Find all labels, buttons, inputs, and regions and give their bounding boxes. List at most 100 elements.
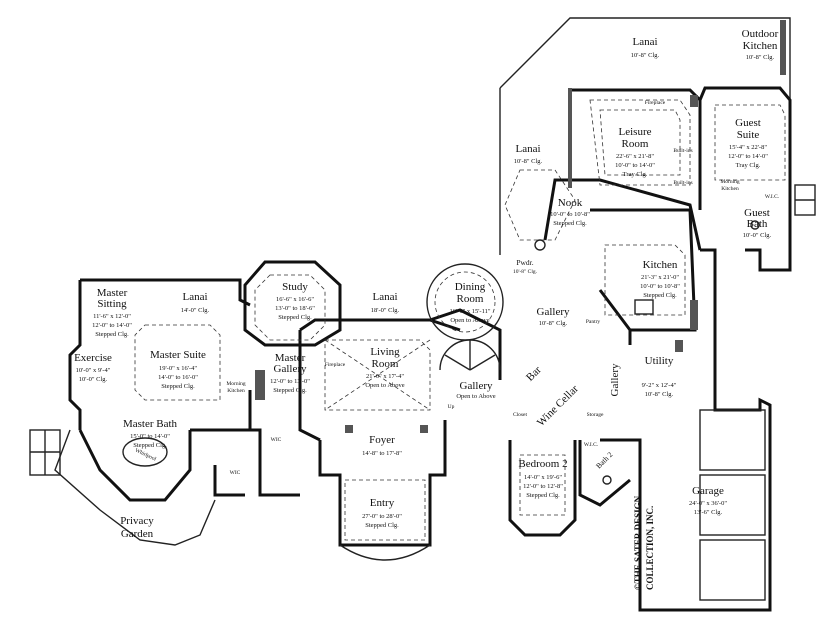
wic-label-2: WIC bbox=[230, 470, 241, 476]
svg-text:Outdoor: Outdoor bbox=[742, 28, 779, 40]
svg-text:Guest: Guest bbox=[735, 117, 761, 129]
room-label-study: Study 16'-6" x 16'-6" 13'-0" to 18'-6" S… bbox=[275, 281, 315, 321]
svg-text:24'-0" x 36'-0": 24'-0" x 36'-0" bbox=[689, 500, 727, 507]
bath2-sink bbox=[602, 475, 612, 485]
morning-kitchen-master-label: Morning Kitchen bbox=[226, 381, 246, 394]
svg-text:Study: Study bbox=[282, 281, 308, 293]
svg-text:Morning: Morning bbox=[226, 381, 246, 387]
svg-text:Stepped Clg.: Stepped Clg. bbox=[643, 292, 677, 299]
svg-text:19'-0" x 16'-4": 19'-0" x 16'-4" bbox=[159, 365, 197, 372]
svg-text:Utility: Utility bbox=[645, 355, 674, 367]
room-label-bedroom2: Bedroom 2 14'-0" x 19'-6" 12'-0" to 12'-… bbox=[518, 458, 567, 499]
room-label-bar: Bar bbox=[524, 364, 544, 384]
room-label-leisure: Leisure Room 22'-6" x 21'-8" 10'-0" to 1… bbox=[615, 126, 655, 178]
svg-text:Stepped Clg.: Stepped Clg. bbox=[278, 314, 312, 321]
svg-text:18'-0" Clg.: 18'-0" Clg. bbox=[371, 307, 400, 314]
svg-text:Privacy: Privacy bbox=[120, 515, 154, 527]
svg-text:Gallery: Gallery bbox=[274, 363, 307, 375]
svg-text:Tray Clg.: Tray Clg. bbox=[623, 171, 648, 178]
svg-text:©THE SATER DESIGN: ©THE SATER DESIGN bbox=[633, 495, 643, 590]
svg-text:Stepped Clg.: Stepped Clg. bbox=[133, 442, 167, 449]
svg-text:15'-0" to 14'-0": 15'-0" to 14'-0" bbox=[130, 433, 170, 440]
svg-text:Garden: Garden bbox=[121, 528, 154, 540]
room-label-entry: Entry 27'-0" to 28'-0" Stepped Clg. bbox=[362, 497, 402, 529]
room-label-master-bath: Master Bath 15'-0" to 14'-0" Stepped Clg… bbox=[123, 418, 178, 449]
room-label-wine-cellar: Wine Cellar bbox=[535, 383, 581, 429]
room-label-pwdr: Pwdr. 10'-8" Clg. bbox=[513, 258, 538, 275]
svg-text:COLLECTION, INC.: COLLECTION, INC. bbox=[645, 506, 655, 590]
whirlpool-label: Whirlpool bbox=[134, 448, 157, 463]
room-label-gallery-right: Gallery bbox=[609, 363, 621, 396]
svg-text:Bath: Bath bbox=[747, 218, 768, 230]
svg-text:Living: Living bbox=[370, 346, 400, 358]
wic-label-1: WIC bbox=[271, 437, 282, 443]
svg-text:Lanai: Lanai bbox=[372, 291, 397, 303]
room-label-exercise: Exercise 10'-0" x 9'-4" 10'-0" Clg. bbox=[74, 352, 112, 383]
svg-text:10'-0" x 9'-4": 10'-0" x 9'-4" bbox=[76, 367, 111, 374]
svg-text:21'-3" x 21'-0": 21'-3" x 21'-0" bbox=[641, 274, 679, 281]
svg-text:21'-0" x 17'-4": 21'-0" x 17'-4" bbox=[366, 373, 404, 380]
svg-text:10'-8" Clg.: 10'-8" Clg. bbox=[631, 52, 660, 59]
svg-text:Gallery: Gallery bbox=[460, 380, 493, 392]
room-label-outdoor-kitchen: Outdoor Kitchen 10'-8" Clg. bbox=[742, 28, 779, 61]
svg-text:Leisure: Leisure bbox=[619, 126, 652, 138]
svg-text:Room: Room bbox=[457, 293, 484, 305]
svg-text:10'-0" to 14'-0": 10'-0" to 14'-0" bbox=[615, 162, 655, 169]
closet-label: Closet bbox=[513, 412, 528, 418]
svg-text:Stepped Clg.: Stepped Clg. bbox=[273, 387, 307, 394]
wic-label-bath2: W.I.C. bbox=[584, 442, 599, 448]
svg-text:15'-4" x 22'-8": 15'-4" x 22'-8" bbox=[729, 144, 767, 151]
svg-text:Master Bath: Master Bath bbox=[123, 418, 178, 430]
svg-text:14'-8" to 17'-8": 14'-8" to 17'-8" bbox=[362, 450, 402, 457]
morning-kitchen-guest-label: Morning Kitchen bbox=[720, 179, 740, 192]
svg-text:11'-6" x 12'-0": 11'-6" x 12'-0" bbox=[93, 313, 131, 320]
svg-text:10'-8" Clg.: 10'-8" Clg. bbox=[645, 391, 674, 398]
svg-text:Master Suite: Master Suite bbox=[150, 349, 206, 361]
room-label-nook: Nook 10'-0" to 10'-8" Stepped Clg. bbox=[550, 197, 590, 227]
svg-text:Exercise: Exercise bbox=[74, 352, 112, 364]
room-label-foyer: Foyer 14'-8" to 17'-8" bbox=[362, 434, 402, 457]
storage-label: Storage bbox=[587, 412, 604, 418]
svg-text:10'-8" Clg.: 10'-8" Clg. bbox=[513, 269, 538, 275]
fixtures bbox=[122, 220, 766, 601]
svg-text:10'-8" Clg.: 10'-8" Clg. bbox=[746, 54, 775, 61]
svg-text:10'-0" Clg.: 10'-0" Clg. bbox=[743, 232, 772, 239]
svg-text:Nook: Nook bbox=[558, 197, 583, 209]
builtins-label: Built-ins bbox=[673, 148, 692, 154]
svg-text:Lanai: Lanai bbox=[632, 36, 657, 48]
svg-text:Kitchen: Kitchen bbox=[227, 388, 245, 394]
room-label-lanai-mid: Lanai 18'-0" Clg. bbox=[371, 291, 400, 314]
svg-text:14'-0" to 16'-0": 14'-0" to 16'-0" bbox=[158, 374, 198, 381]
stair-up-label: Up bbox=[448, 404, 455, 410]
svg-text:10'-0" to 10'-8": 10'-0" to 10'-8" bbox=[640, 283, 680, 290]
svg-text:12'-0" to 14'-0": 12'-0" to 14'-0" bbox=[92, 322, 132, 329]
svg-text:Stepped Clg.: Stepped Clg. bbox=[365, 522, 399, 529]
svg-text:Stepped Clg.: Stepped Clg. bbox=[526, 492, 560, 499]
svg-text:12'-0" to 12'-8": 12'-0" to 12'-8" bbox=[523, 483, 563, 490]
svg-text:10'-8" Clg.: 10'-8" Clg. bbox=[539, 320, 568, 327]
room-label-lanai-left: Lanai 10'-8" Clg. bbox=[514, 143, 543, 165]
exterior-walls bbox=[29, 17, 816, 612]
pantry-label: Pantry bbox=[586, 319, 601, 325]
svg-text:Stepped Clg.: Stepped Clg. bbox=[95, 331, 129, 338]
svg-text:9'-2" x 12'-4": 9'-2" x 12'-4" bbox=[642, 382, 677, 389]
kitchen-island bbox=[634, 299, 654, 315]
svg-text:Lanai: Lanai bbox=[515, 143, 540, 155]
room-label-privacy-garden: Privacy Garden bbox=[120, 515, 154, 540]
svg-text:Kitchen: Kitchen bbox=[743, 40, 778, 52]
fireplace-living-label: Fireplace bbox=[325, 362, 346, 368]
svg-text:Foyer: Foyer bbox=[369, 434, 395, 446]
fireplace-label: Fireplace bbox=[645, 100, 666, 106]
whirlpool-tub bbox=[122, 437, 168, 467]
svg-text:12'-0" to 14'-0": 12'-0" to 14'-0" bbox=[728, 153, 768, 160]
room-label-gallery-center: Gallery Open to Above bbox=[456, 380, 495, 400]
room-label-lanai-top: Lanai 10'-8" Clg. bbox=[631, 36, 660, 59]
svg-text:Open to Above: Open to Above bbox=[365, 382, 404, 389]
svg-text:Morning: Morning bbox=[720, 179, 740, 185]
svg-text:Sitting: Sitting bbox=[97, 298, 127, 310]
wic-guest-label: W.I.C. bbox=[765, 194, 780, 200]
room-label-kitchen: Kitchen 21'-3" x 21'-0" 10'-0" to 10'-8"… bbox=[640, 259, 680, 299]
svg-text:Lanai: Lanai bbox=[182, 291, 207, 303]
svg-text:Bedroom 2: Bedroom 2 bbox=[518, 458, 567, 470]
room-label-master-sitting: Master Sitting 11'-6" x 12'-0" 12'-0" to… bbox=[92, 287, 132, 338]
